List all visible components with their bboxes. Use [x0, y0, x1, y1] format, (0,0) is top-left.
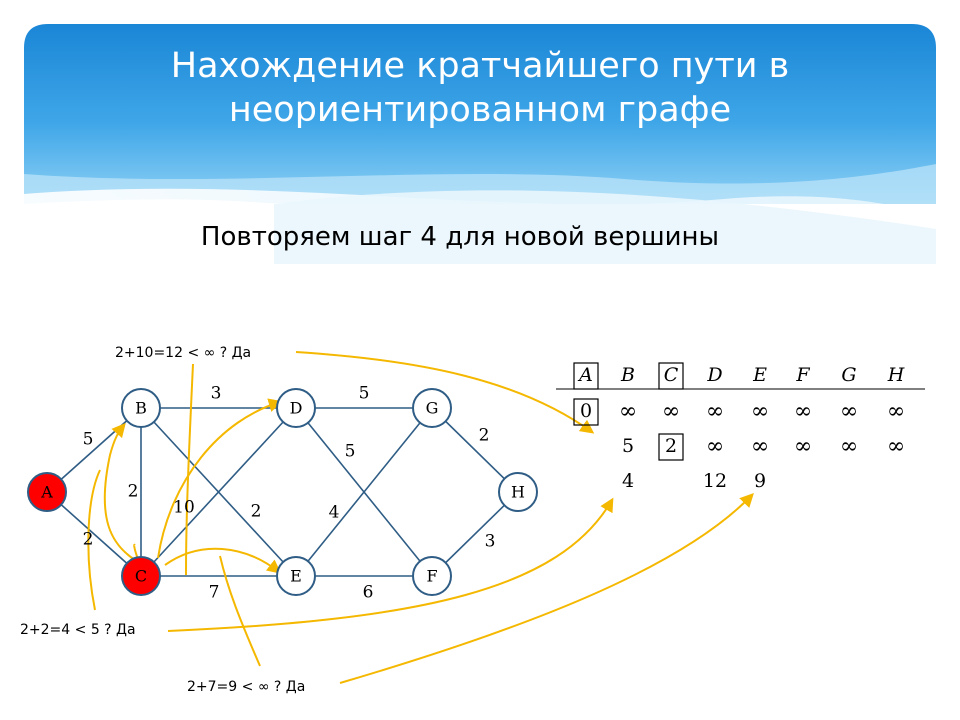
- node-label-g: G: [426, 399, 439, 418]
- node-c: C: [121, 556, 161, 596]
- pointer-top-down: [185, 363, 194, 576]
- edge-f-h: [431, 491, 519, 577]
- pointer-bottom-up: [219, 555, 261, 667]
- node-e: E: [276, 556, 316, 596]
- node-label-f: F: [426, 567, 437, 586]
- table-cell: ∞: [840, 399, 858, 424]
- slide-subtitle: Повторяем шаг 4 для новой вершины: [200, 222, 720, 252]
- edge-g-h: [431, 407, 519, 493]
- node-circle-c: [121, 556, 161, 596]
- table-cell: 5: [622, 435, 634, 457]
- node-label-e: E: [290, 567, 302, 586]
- edge-weight-f-h: 3: [485, 532, 496, 552]
- slide-title-line-2: неориентированном графе: [228, 90, 732, 130]
- table-cell: ∞: [706, 434, 724, 459]
- table-cell: ∞: [706, 399, 724, 424]
- table-header-d: D: [706, 364, 722, 386]
- annotation-arrows: [87, 351, 754, 684]
- table-cell: ∞: [751, 399, 769, 424]
- edge-c-d: [140, 407, 297, 577]
- arrow-c-to-e: [164, 547, 282, 574]
- pointer-left-up: [87, 469, 101, 611]
- table-header-a: A: [577, 364, 593, 386]
- table-cell: 0: [580, 400, 592, 422]
- edge-weight-g-h: 2: [479, 426, 490, 446]
- graph-edges: [46, 407, 519, 577]
- annotations: 2+10=12 < ∞ ? Да 2+2=4 < 5 ? Да 2+7=9 < ∞ …: [20, 345, 305, 695]
- table-cell: ∞: [794, 399, 812, 424]
- edge-weight-e-f: 6: [363, 583, 374, 603]
- slide-title: Нахождение кратчайшего пути в неориентир…: [24, 44, 936, 132]
- table-header-g: G: [841, 364, 856, 386]
- edge-weights: 5 2 2 3 2 10 7 5 5 4 6 2 3: [83, 384, 496, 603]
- node-circle-e: [276, 556, 316, 596]
- node-a: A: [27, 472, 67, 512]
- node-label-d: D: [290, 399, 303, 418]
- node-circle-g: [412, 388, 452, 428]
- table-cell: ∞: [840, 434, 858, 459]
- table-cell: ∞: [887, 434, 905, 459]
- edge-weight-c-e: 7: [209, 583, 220, 603]
- table-cell: 2: [665, 435, 677, 457]
- node-h: H: [498, 472, 538, 512]
- node-label-h: H: [511, 483, 525, 502]
- table-header-h: H: [887, 364, 905, 386]
- edge-a-b: [46, 407, 142, 493]
- distance-table: A B C D E F G H 0 ∞ ∞ ∞ ∞ ∞ ∞ ∞ 5 2 ∞ ∞ ∞ ∞ ∞ 4 12 9: [556, 362, 925, 492]
- node-circle-d: [276, 388, 316, 428]
- edge-weight-d-g: 5: [359, 384, 370, 404]
- table-cell: ∞: [887, 399, 905, 424]
- table-cell: 4: [622, 470, 634, 492]
- table-header-c: C: [664, 364, 679, 386]
- edge-weight-e-g: 4: [329, 503, 340, 523]
- node-f: F: [412, 556, 452, 596]
- slide-title-line-1: Нахождение кратчайшего пути в: [170, 46, 790, 86]
- table-cell: ∞: [794, 434, 812, 459]
- table-cell: 9: [754, 470, 766, 492]
- title-banner: [24, 24, 936, 264]
- table-header-b: B: [620, 364, 635, 386]
- node-circle-b: [121, 388, 161, 428]
- node-label-a: A: [40, 483, 53, 502]
- edge-a-c: [46, 491, 142, 577]
- node-g: G: [412, 388, 452, 428]
- table-cell: ∞: [662, 399, 680, 424]
- table-header-e: E: [752, 364, 767, 386]
- node-circle-f: [412, 556, 452, 596]
- node-label-c: C: [135, 567, 147, 586]
- table-cell-box: [658, 433, 684, 461]
- edge-weight-b-c: 2: [128, 482, 139, 502]
- table-cell: 12: [703, 470, 727, 492]
- edge-e-g: [295, 407, 433, 577]
- node-circle-h: [498, 472, 538, 512]
- table-header-f: F: [795, 364, 810, 386]
- annotation-bottom: 2+7=9 < ∞ ? Да: [187, 679, 305, 695]
- node-circle-a: [27, 472, 67, 512]
- edge-weight-b-d: 3: [211, 384, 222, 404]
- node-b: B: [121, 388, 161, 428]
- edge-weight-d-f: 5: [345, 442, 356, 462]
- graph-nodes: A B C D E F G H: [27, 388, 538, 596]
- arrow-c-to-b: [103, 422, 136, 561]
- arrow-top-to-table: [295, 351, 595, 434]
- annotation-top: 2+10=12 < ∞ ? Да: [115, 345, 251, 361]
- node-label-b: B: [135, 399, 147, 418]
- edge-weight-a-c: 2: [83, 530, 94, 550]
- arrow-bottom-to-table: [339, 492, 754, 684]
- annotation-left: 2+2=4 < 5 ? Да: [20, 622, 136, 638]
- arrow-left-to-table: [167, 497, 614, 632]
- arrow-c-to-d: [157, 398, 283, 559]
- edge-weight-a-b: 5: [83, 430, 94, 450]
- edge-weight-b-e: 2: [251, 502, 262, 522]
- edge-weight-c-d: 10: [173, 498, 195, 518]
- table-cell: ∞: [619, 399, 637, 424]
- table-cell: ∞: [751, 434, 769, 459]
- node-d: D: [276, 388, 316, 428]
- table-cell-box: [573, 398, 599, 426]
